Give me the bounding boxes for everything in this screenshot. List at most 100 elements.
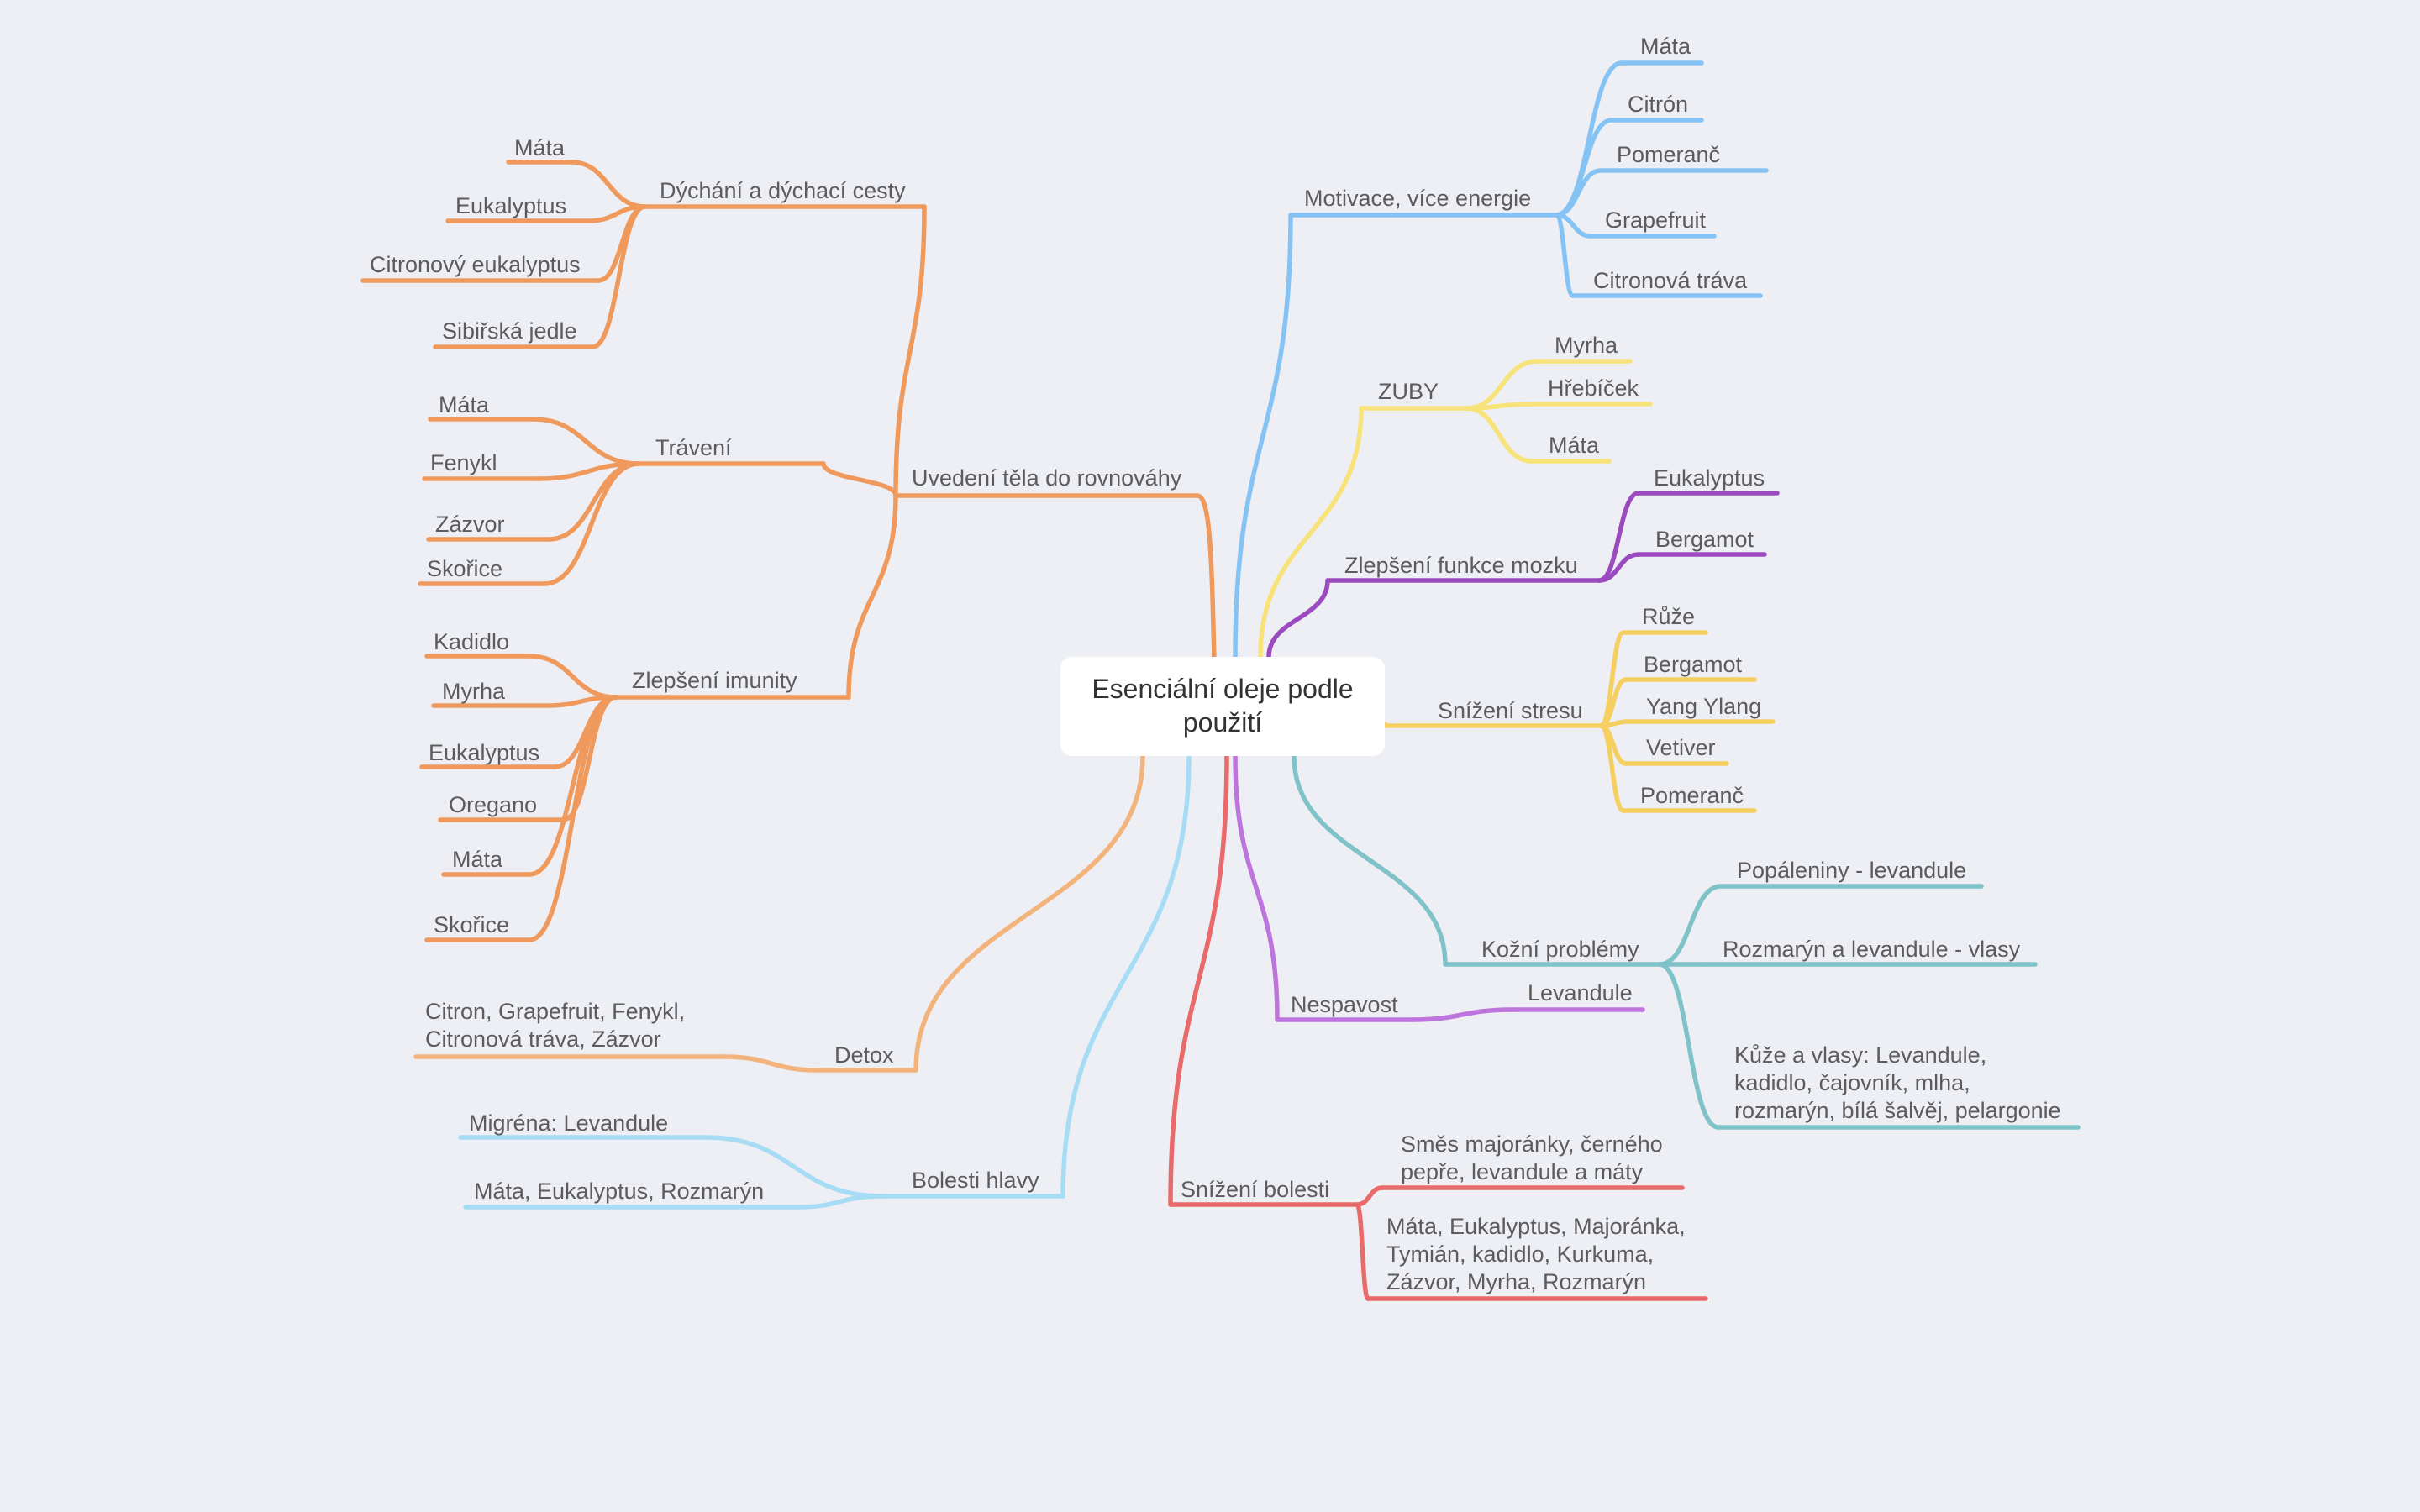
leaf-stress-yang-ylang: Yang Ylang <box>1646 694 1761 719</box>
leaf-immunity-kadidlo-connector <box>527 654 618 700</box>
leaf-breathing-eukalyptus: Eukalyptus <box>455 193 566 218</box>
subbranch-digestion-connector <box>821 461 898 498</box>
leaf-brain-eukalyptus-connector <box>1597 491 1641 583</box>
branch-pain-label: Snížení bolesti <box>1181 1177 1329 1202</box>
branch-motivation[interactable]: Motivace, více energie <box>1304 186 1531 211</box>
branch-stress-label: Snížení stresu <box>1438 698 1583 723</box>
branch-teeth-connector <box>1258 406 1364 659</box>
branch-pain-connector <box>1168 753 1229 1207</box>
leaf-pain-mata-eukalyptus-majoranka-tymian-kadidlo-kurkuma-zazvor-myrha-rozmaryn: Máta, Eukalyptus, Majoránka,Tymián, kadi… <box>1386 1214 1686 1294</box>
leaf-immunity-mata: Máta <box>452 847 503 872</box>
leaf-headache-mata-eukalyptus-rozmaryn: Máta, Eukalyptus, Rozmarýn <box>474 1179 764 1204</box>
leaf-immunity-skorice: Skořice <box>434 912 509 937</box>
mindmap-edges <box>360 60 2081 1301</box>
branch-balance-connector <box>1195 493 1217 663</box>
leaf-motivation-mata-connector <box>1554 60 1624 218</box>
branch-teeth[interactable]: ZUBY <box>1378 379 1439 404</box>
branch-motivation-connector <box>1233 213 1293 659</box>
branch-stress[interactable]: Snížení stresu <box>1438 698 1583 723</box>
branch-detox-connector <box>913 753 1145 1073</box>
leaf-stress-bergamot: Bergamot <box>1644 652 1743 677</box>
leaf-teeth-mata-connector <box>1464 406 1534 464</box>
branch-brain[interactable]: Zlepšení funkce mozku <box>1344 553 1578 578</box>
leaf-digestion-fenykl: Fenykl <box>430 450 497 475</box>
branch-balance[interactable]: Uvedení těla do rovnováhy <box>912 465 1182 491</box>
leaf-stress-pomeranc: Pomeranč <box>1640 783 1744 808</box>
leaf-teeth-hrebicek: Hřebíček <box>1548 375 1639 401</box>
branch-headache[interactable]: Bolesti hlavy <box>912 1168 1039 1193</box>
branch-brain-label: Zlepšení funkce mozku <box>1344 553 1578 578</box>
branch-insomnia[interactable]: Nespavost <box>1291 992 1398 1017</box>
leaf-insomnia-levandule: Levandule <box>1528 980 1633 1005</box>
subbranch-breathing[interactable]: Dýchání a dýchací cesty <box>660 178 906 203</box>
leaf-digestion-skorice: Skořice <box>427 556 502 581</box>
leaf-insomnia-levandule-connector <box>1409 1007 1515 1022</box>
leaf-detox-citron-grapefruit-fenykl-citronova-trava-zazvor: Citron, Grapefruit, Fenykl,Citronová trá… <box>425 999 685 1052</box>
branch-insomnia-label: Nespavost <box>1291 992 1398 1017</box>
branch-skin-connector <box>1292 753 1448 967</box>
leaf-stress-pomeranc-connector <box>1598 723 1626 813</box>
leaf-breathing-sibirska-jedle-connector <box>590 204 648 349</box>
leaf-immunity-eukalyptus: Eukalyptus <box>429 740 539 765</box>
branch-balance-label: Uvedení těla do rovnováhy <box>912 465 1182 491</box>
leaf-headache-mata-eukalyptus-rozmaryn-connector <box>796 1194 885 1210</box>
leaf-immunity-oregano: Oregano <box>449 792 537 817</box>
leaf-motivation-pomeranc: Pomeranč <box>1617 142 1720 167</box>
subbranch-immunity[interactable]: Zlepšení imunity <box>632 668 797 693</box>
leaf-immunity-kadidlo: Kadidlo <box>434 629 509 654</box>
leaf-breathing-sibirska-jedle: Sibiřská jedle <box>442 318 577 344</box>
leaf-motivation-pomeranc-connector <box>1554 168 1603 218</box>
subbranch-immunity-label: Zlepšení imunity <box>632 668 797 693</box>
subbranch-breathing-connector <box>893 204 927 498</box>
leaf-brain-bergamot: Bergamot <box>1655 527 1754 552</box>
leaf-detox-citron-grapefruit-fenykl-citronova-trava-zazvor-connector <box>722 1054 820 1073</box>
mindmap-labels: Uvedení těla do rovnováhy Dýchání a dýcha… <box>370 34 2061 1294</box>
branch-teeth-label: ZUBY <box>1378 379 1439 404</box>
branch-detox[interactable]: Detox <box>834 1042 894 1068</box>
leaf-brain-eukalyptus: Eukalyptus <box>1654 465 1765 491</box>
leaf-skin-rozmaryn-a-levandule-vlasy: Rozmarýn a levandule - vlasy <box>1723 937 2021 962</box>
subbranch-breathing-label: Dýchání a dýchací cesty <box>660 178 906 203</box>
branch-motivation-label: Motivace, více energie <box>1304 186 1531 211</box>
leaf-motivation-grapefruit-connector <box>1554 213 1593 239</box>
branch-brain-connector <box>1266 578 1330 659</box>
leaf-headache-migrena-levandule-connector <box>703 1135 885 1199</box>
branch-headache-label: Bolesti hlavy <box>912 1168 1039 1193</box>
branch-skin[interactable]: Kožní problémy <box>1481 937 1639 962</box>
leaf-immunity-mata-connector <box>527 695 618 877</box>
branch-insomnia-connector <box>1233 753 1280 1022</box>
leaf-digestion-zazvor: Zázvor <box>435 512 505 537</box>
subbranch-digestion[interactable]: Trávení <box>655 435 732 460</box>
leaf-skin-kuze-a-vlasy-levandule-kadidlo-cajovnik-mlha-rozmaryn-bila-salvej-pelargonie: Kůže a vlasy: Levandule,kadidlo, čajovní… <box>1734 1042 2061 1123</box>
leaf-motivation-citron-connector <box>1554 118 1614 218</box>
leaf-skin-popaleniny-levandule-connector <box>1657 884 1723 967</box>
leaf-digestion-mata: Máta <box>439 392 490 417</box>
leaf-breathing-citronovy-eukalyptus: Citronový eukalyptus <box>370 252 581 277</box>
leaf-motivation-grapefruit: Grapefruit <box>1605 207 1707 233</box>
leaf-teeth-myrha: Myrha <box>1555 333 1618 358</box>
leaf-breathing-mata: Máta <box>514 135 566 160</box>
leaf-digestion-mata-connector <box>531 417 641 466</box>
subbranch-immunity-connector <box>846 493 898 700</box>
leaf-stress-ruze: Růže <box>1642 604 1695 629</box>
leaf-pain-smes-majoranky-cerneho-pepre-levandule-a-maty-connector <box>1355 1185 1385 1207</box>
branch-detox-label: Detox <box>834 1042 894 1068</box>
leaf-immunity-myrha: Myrha <box>442 679 506 704</box>
leaf-motivation-citronova-trava: Citronová tráva <box>1593 268 1748 293</box>
branch-pain[interactable]: Snížení bolesti <box>1181 1177 1329 1202</box>
leaf-pain-mata-eukalyptus-majoranka-tymian-kadidlo-kurkuma-zazvor-myrha-rozmaryn-connector <box>1355 1202 1370 1301</box>
leaf-skin-popaleniny-levandule: Popáleniny - levandule <box>1737 858 1966 883</box>
leaf-breathing-mata-connector <box>569 160 648 209</box>
leaf-skin-kuze-a-vlasy-levandule-kadidlo-cajovnik-mlha-rozmaryn-bila-salvej-pelargonie-connector <box>1657 962 1721 1130</box>
leaf-teeth-myrha-connector <box>1464 359 1540 411</box>
leaf-digestion-fenykl-connector <box>535 461 641 481</box>
leaf-teeth-mata: Máta <box>1549 433 1600 458</box>
leaf-headache-migrena-levandule: Migréna: Levandule <box>469 1110 668 1136</box>
leaf-motivation-citronova-trava-connector <box>1554 213 1576 298</box>
subbranch-digestion-label: Trávení <box>655 435 732 460</box>
